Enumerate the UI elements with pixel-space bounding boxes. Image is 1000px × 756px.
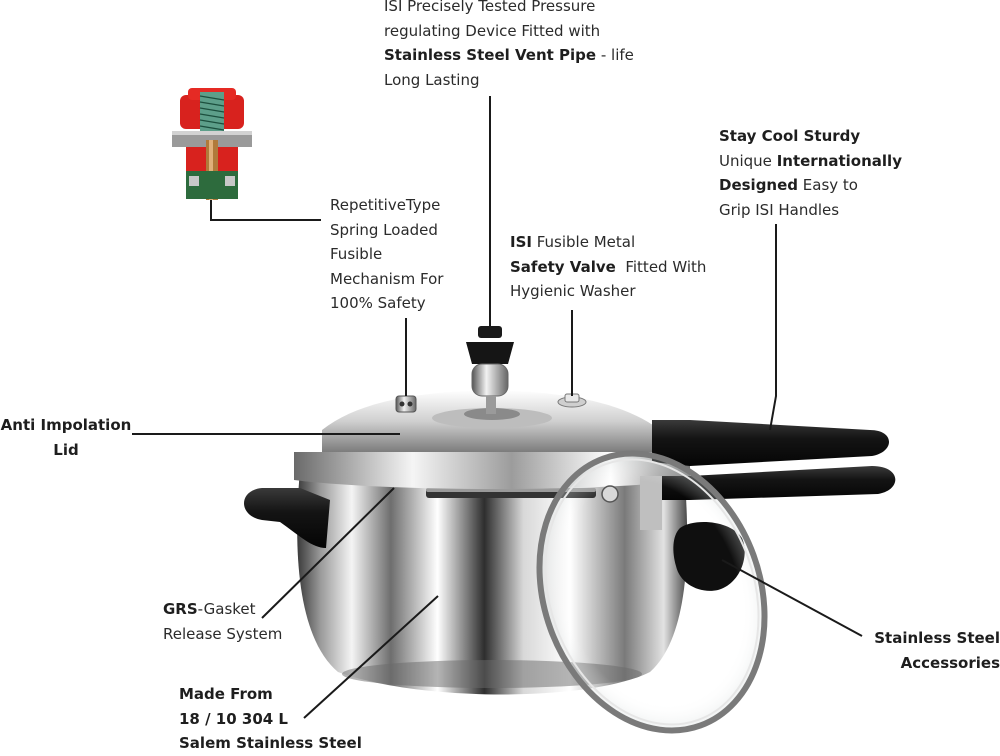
callout-line: Accessories — [860, 651, 1000, 676]
leader-lines — [132, 96, 863, 719]
side-handle — [244, 488, 330, 548]
callout-text: Long Lasting — [384, 70, 480, 89]
callout-line: Spring Loaded — [330, 218, 443, 243]
safety-valve — [557, 393, 587, 408]
callout-line: ISI Precisely Tested Pressure — [384, 0, 634, 19]
callout-line: Stainless Steel Vent Pipe - life — [384, 43, 634, 68]
callout-text: Unique — [719, 151, 777, 170]
leader-handles — [769, 224, 777, 431]
callout-text-bold: Internationally — [776, 151, 902, 170]
spring-loaded-plug — [395, 395, 417, 413]
callout-material: Made From 18 / 10 304 L Salem Stainless St… — [179, 682, 362, 756]
callout-line: Fusible — [330, 242, 443, 267]
callout-text: Fitted With — [615, 257, 707, 276]
callout-line: Unique Internationally — [719, 149, 902, 174]
callout-text: Easy to — [798, 176, 858, 194]
callout-line: 18 / 10 304 L — [179, 707, 362, 732]
callout-text-bold: GRS — [163, 600, 198, 618]
callout-text: 100% Safety — [330, 294, 426, 312]
callout-line: Designed Easy to — [719, 173, 902, 198]
callout-text-bold: Salem Stainless Steel — [179, 734, 362, 752]
callout-text: Mechanism For — [330, 269, 444, 288]
callout-line: GRS-Gasket — [163, 597, 282, 622]
callout-text-bold: ISI — [510, 233, 532, 251]
callout-text-bold: 18 / 10 304 L — [179, 709, 288, 728]
callout-line: Made From — [179, 682, 362, 707]
callout-line: Stay Cool Sturdy — [719, 124, 902, 149]
callout-text-bold: Stainless Steel — [874, 629, 1000, 647]
callout-line: Salem Stainless Steel — [179, 731, 362, 756]
leader-material — [303, 595, 439, 719]
callout-text: Release System — [163, 624, 283, 643]
spring-mechanism-cutaway — [172, 88, 252, 200]
callout-line: Lid — [0, 438, 132, 463]
callout-line: Hygienic Washer — [510, 279, 706, 304]
callout-text: Grip ISI Handles — [719, 200, 840, 219]
callout-pressure-regulator: ISI Precisely Tested Pressure regulating … — [384, 0, 634, 92]
callout-text-bold: Anti Impolation — [0, 416, 132, 434]
callout-text: Hygienic Washer — [510, 282, 636, 300]
callout-line: Grip ISI Handles — [719, 198, 902, 223]
callout-text-bold: Stay Cool Sturdy — [719, 127, 861, 145]
leader-spring-cutaway — [210, 200, 321, 221]
callout-line: 100% Safety — [330, 291, 443, 316]
callout-text: Spring Loaded — [330, 220, 438, 239]
callout-line: Safety Valve Fitted With — [510, 255, 706, 280]
callout-text-bold: Stainless Steel Vent Pipe — [384, 46, 597, 64]
callout-text: -Gasket — [197, 600, 256, 618]
leader-gasket — [261, 487, 395, 619]
callout-line: Anti Impolation — [0, 413, 132, 438]
callout-line: RepetitiveType — [330, 193, 443, 218]
callout-text-bold: Safety Valve — [510, 257, 616, 276]
callout-text-bold: Lid — [53, 440, 79, 459]
callout-text: Fusible — [330, 245, 383, 263]
callout-text: regulating Device Fitted with — [384, 21, 601, 40]
callout-text: - life — [596, 46, 634, 64]
callout-line: Stainless Steel — [860, 626, 1000, 651]
pressure-regulator — [466, 326, 514, 414]
leader-accessories — [721, 559, 863, 637]
callout-text: RepetitiveType — [330, 196, 441, 214]
callout-text: Fusible Metal — [531, 233, 636, 251]
callout-text-bold: Made From — [179, 685, 273, 703]
callout-text: ISI Precisely Tested Pressure — [384, 0, 596, 15]
glass-lid-accessory — [536, 450, 768, 734]
callout-text-bold: Designed — [719, 176, 799, 194]
callout-line: regulating Device Fitted with — [384, 19, 634, 44]
callout-line: Release System — [163, 622, 282, 647]
callout-text-bold: Accessories — [900, 653, 1000, 672]
callout-line: Long Lasting — [384, 68, 634, 93]
callout-line: ISI Fusible Metal — [510, 230, 706, 255]
callout-line: Mechanism For — [330, 267, 443, 292]
